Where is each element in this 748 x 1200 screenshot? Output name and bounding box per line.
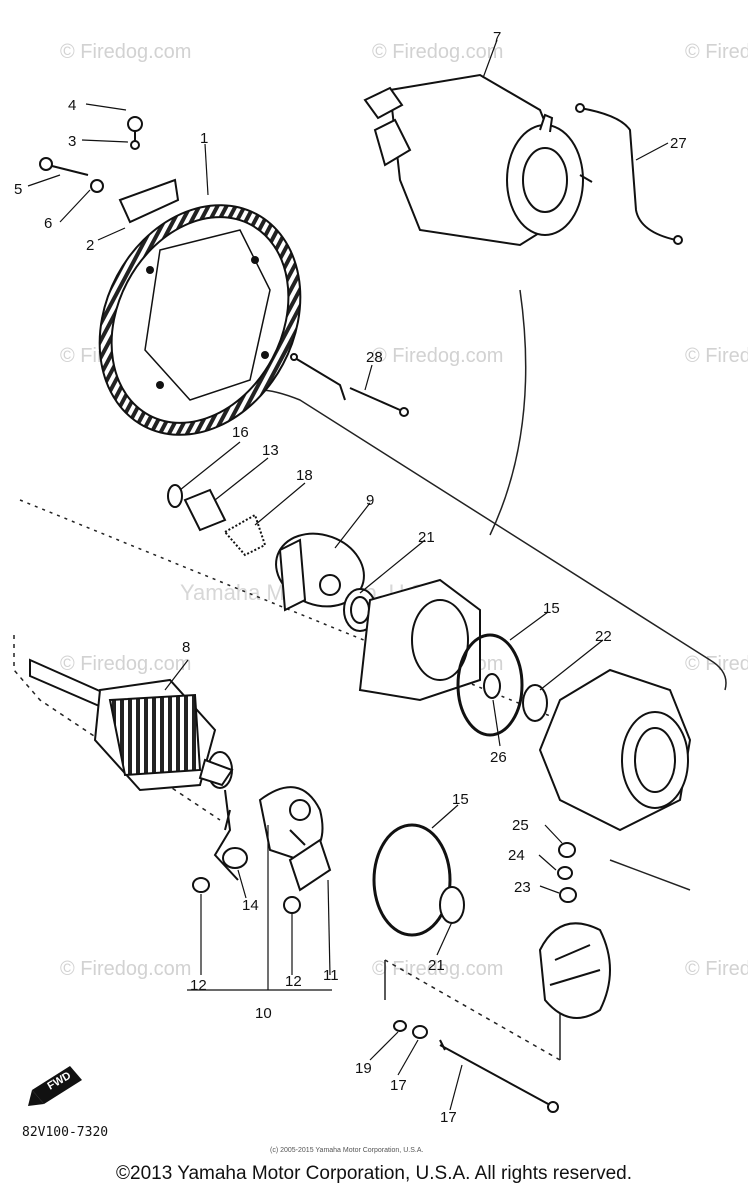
watermark-site: © Firedog.com: [685, 958, 748, 980]
part-label-18: 17: [390, 1077, 407, 1094]
copyright-footer: ©2013 Yamaha Motor Corporation, U.S.A. A…: [116, 1163, 632, 1184]
diagram-code: 82V100-7320: [22, 1125, 108, 1140]
ring-gear: [98, 204, 302, 436]
watermark-site: © Firedog.com: [372, 958, 503, 980]
exploded-parts-diagram: © Firedog.com © Firedog.com © Firedog.co…: [13, 29, 748, 1154]
part-label-1: 1: [200, 130, 208, 147]
watermark-site: © Firedog.com: [372, 41, 503, 63]
front-cover-seals: [343, 578, 548, 737]
part-label-10: 10: [255, 1005, 272, 1022]
part-label-4: 4: [68, 97, 76, 114]
watermark-site: © Firedog.com: [60, 653, 191, 675]
clutch-parts: [167, 484, 365, 612]
small-copyright: (c) 2005-2015 Yamaha Motor Corporation, …: [270, 1147, 423, 1154]
part-label-28: 28: [366, 349, 383, 366]
part-label-19: 19: [355, 1060, 372, 1077]
part-label-25: 25: [512, 817, 529, 834]
part-label-26: 26: [490, 749, 507, 766]
watermark-site: © Firedog.com: [60, 958, 191, 980]
watermark-site: © Firedog.com: [372, 345, 503, 367]
forward-arrow: FWD: [28, 1066, 82, 1106]
part-label-15a: 15: [543, 600, 560, 617]
brush-holder-parts: [192, 786, 332, 914]
part-label-12b: 12: [285, 973, 302, 990]
part-label-3: 3: [68, 133, 76, 150]
rear-cover-parts: [372, 823, 611, 1019]
part-label-21b: 21: [428, 957, 445, 974]
part-label-20: 18: [296, 467, 313, 484]
bracket-fasteners: [39, 116, 180, 224]
part-label-24: 24: [508, 847, 525, 864]
part-label-21a: 21: [418, 529, 435, 546]
part-label-5: 5: [14, 181, 22, 198]
part-label-27: 27: [670, 135, 687, 152]
part-label-23: 23: [514, 879, 531, 896]
armature: [29, 658, 234, 792]
rear-fasteners: [393, 1020, 559, 1113]
part-label-15b: 15: [452, 791, 469, 808]
part-label-2: 2: [86, 237, 94, 254]
part-label-6: 6: [44, 215, 52, 232]
leader-lines: [27, 39, 669, 1111]
part-label-13: 13: [262, 442, 279, 459]
part-label-7: 7: [493, 29, 501, 46]
part-label-16: 16: [232, 424, 249, 441]
watermark-site: © Firedog.com: [685, 345, 748, 367]
part-label-8: 8: [182, 639, 190, 656]
part-label-11: 11: [323, 967, 339, 984]
part-label-14: 14: [242, 897, 259, 914]
part-label-12a: 12: [190, 977, 207, 994]
starter-motor-assembly: [363, 73, 593, 247]
part-label-17: 17: [440, 1109, 457, 1126]
part-labels: 4 3 5 6 2 1 7 27 28 16 13 18 9 21 15 22 …: [14, 29, 687, 1094]
watermark-site: © Firedog.com: [60, 41, 191, 63]
lead-wires: [290, 103, 683, 417]
part-label-9: 9: [366, 492, 374, 509]
yoke: [538, 668, 692, 832]
part-label-22: 22: [595, 628, 612, 645]
watermark-site: © Firedog.com: [685, 41, 748, 63]
